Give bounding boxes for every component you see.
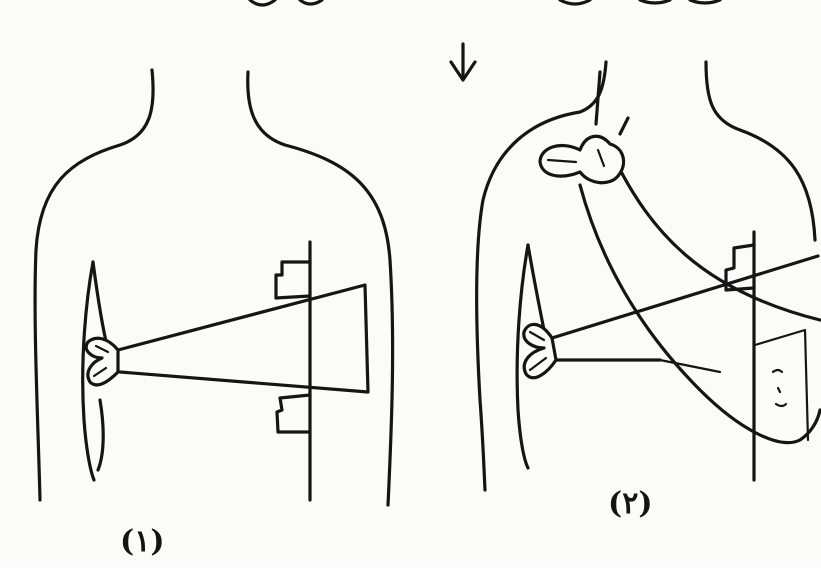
- panel-1-figure: [35, 70, 393, 505]
- panel-1-arm-right-notch-bottom: [277, 395, 310, 432]
- panel-2-figure: [477, 62, 820, 490]
- cropped-text-fragment: [250, 0, 720, 5]
- panel-1-bandage-band: [118, 285, 368, 392]
- panel-2-torso-outline-right: [706, 62, 815, 240]
- panel-2-sling-lower-edge: [580, 185, 820, 443]
- panel-2-sling-upper-edge: [615, 160, 820, 320]
- down-arrow-icon: [451, 44, 475, 80]
- panel-2-torso-outline: [477, 62, 606, 490]
- panel-1-torso-outline-right: [248, 72, 393, 505]
- panel-2-arm-left: [517, 245, 528, 468]
- panel-1-caption: (١): [120, 527, 165, 557]
- panel-2-sling-fold: [660, 330, 808, 440]
- panel-2-arm-left-inner: [528, 245, 544, 330]
- panel-2-shoulder-knot: [540, 72, 628, 183]
- panel-1-knot: [86, 338, 118, 385]
- panel-1-arm-right-notch-top: [276, 262, 310, 298]
- panel-2-caption: (٢): [608, 489, 653, 519]
- panel-1-torso-outline: [35, 70, 153, 500]
- panel-2-left-knot: [524, 324, 556, 377]
- panel-2-edge-marks: [773, 370, 786, 406]
